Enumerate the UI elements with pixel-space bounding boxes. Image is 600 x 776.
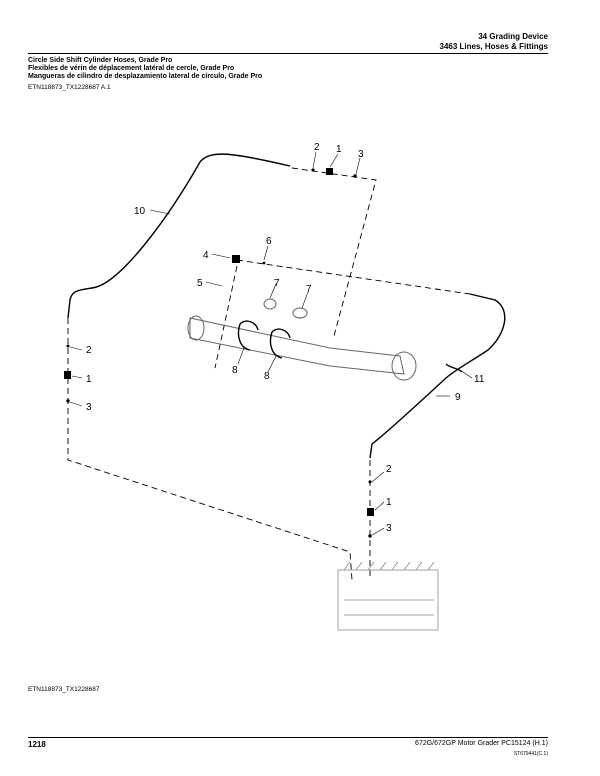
callout-3-right: 3 — [386, 523, 392, 534]
title-english: Circle Side Shift Cylinder Hoses, Grade … — [28, 57, 173, 64]
dash-left-vertical — [67, 318, 353, 581]
clamp-7-left — [263, 298, 277, 310]
control-valve — [337, 569, 439, 631]
callout-1-top: 1 — [336, 144, 342, 155]
subsection-heading: 3463 Lines, Hoses & Fittings — [439, 42, 548, 51]
callout-1-right: 1 — [386, 497, 392, 508]
clamp-7-right — [292, 307, 308, 319]
fitting-3-right — [368, 534, 372, 538]
dash-clamp — [214, 265, 238, 369]
callout-3-top: 3 — [358, 149, 364, 160]
footer-rule — [28, 737, 548, 738]
callout-10: 10 — [134, 206, 146, 217]
callout-8-right: 8 — [264, 371, 270, 382]
cylinder-end-right — [391, 351, 417, 381]
page-number: 1218 — [28, 740, 46, 749]
figure-reference-top: ETN118873_TX1228687 A.1 — [28, 84, 111, 91]
document-code: ST679441(C.1) — [513, 751, 548, 757]
figure-reference-bottom: ETN118873_TX1228687 — [28, 686, 100, 693]
fitting-3-top — [353, 174, 357, 178]
callout-2-top: 2 — [314, 142, 320, 153]
title-spanish: Mangueras de cilindro de desplazamiento … — [28, 73, 263, 80]
hose-9 — [369, 293, 506, 459]
fitting-2-top — [311, 168, 315, 172]
cylinder-end-left — [187, 315, 205, 341]
document-info: 672G/672GP Motor Grader PC15124 (H.1) — [415, 740, 548, 747]
section-heading: 34 Grading Device — [478, 32, 548, 41]
clamp-11 — [445, 363, 463, 373]
clamp-8-left — [237, 320, 259, 351]
callout-1-left: 1 — [86, 374, 92, 385]
title-french: Flexibles de vérin de déplacement latéra… — [28, 65, 235, 72]
fitting-4 — [232, 255, 240, 263]
callout-9: 9 — [455, 392, 461, 403]
fitting-1-top — [326, 168, 333, 175]
callout-2-right: 2 — [386, 464, 392, 475]
callout-8-left: 8 — [232, 365, 238, 376]
clamp-8-right — [269, 328, 291, 359]
callout-2-left: 2 — [86, 345, 92, 356]
callout-3-left: 3 — [86, 402, 92, 413]
callout-5: 5 — [197, 278, 203, 289]
callout-4: 4 — [203, 250, 209, 261]
fitting-2-right — [368, 480, 372, 484]
fitting-2-left — [66, 344, 70, 348]
callout-7-left: 7 — [274, 278, 280, 289]
header-rule — [28, 53, 548, 54]
callout-6: 6 — [266, 236, 272, 247]
cylinder-body — [189, 317, 405, 375]
fitting-1-left — [64, 371, 71, 379]
callout-7-right: 7 — [306, 284, 312, 295]
fitting-1-right — [367, 508, 374, 516]
callout-11: 11 — [474, 374, 485, 385]
fitting-6 — [262, 261, 266, 265]
fitting-3-left — [66, 399, 70, 403]
hose-10 — [67, 153, 291, 319]
dash-top-right — [291, 167, 377, 337]
